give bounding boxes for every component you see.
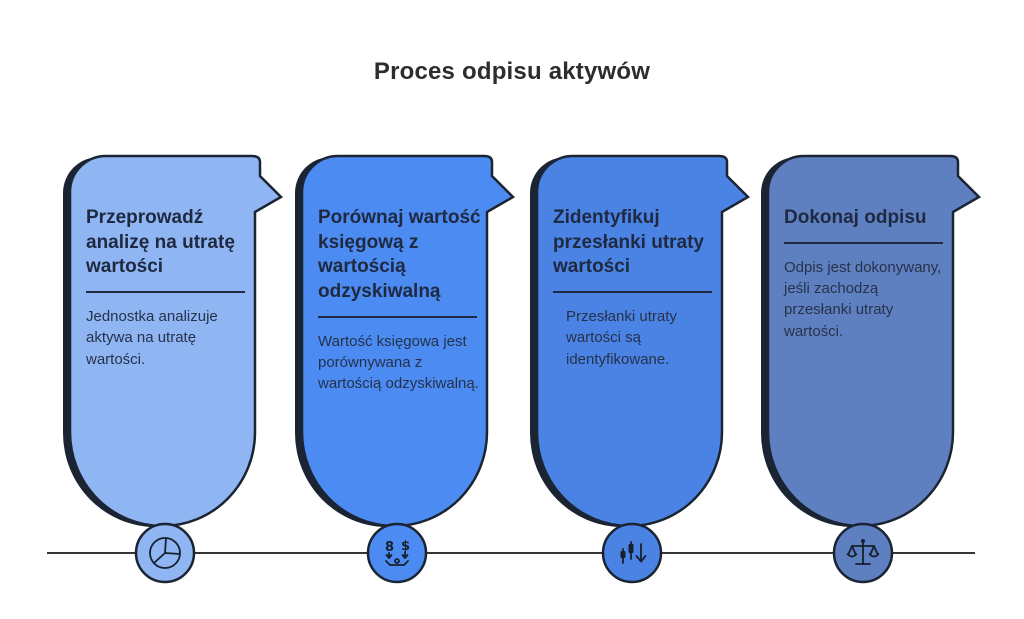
card-title: Porównaj wartość księgową z wartością od… xyxy=(318,207,481,303)
title-underline xyxy=(784,241,944,244)
bubble-fill xyxy=(766,154,982,528)
bubble-fill xyxy=(535,154,751,528)
svg-text:8: 8 xyxy=(385,540,394,555)
card-body: Przesłanki utraty wartości są identyfiko… xyxy=(566,308,677,368)
process-step-card-4: Dokonaj odpisu Odpis jest dokonywany, je… xyxy=(760,150,984,530)
process-step-card-3: Zidentyfikuj przesłanki utraty wartości … xyxy=(529,150,753,530)
declining-chart-icon xyxy=(600,521,664,585)
bubble-fill xyxy=(68,154,284,528)
bubble-fill xyxy=(300,154,516,528)
card-body: Wartość księgowa jest porównywana z wart… xyxy=(318,332,479,393)
process-step-card-2: Porównaj wartość księgową z wartością od… xyxy=(294,150,518,530)
svg-text:$: $ xyxy=(401,539,410,554)
speech-bubble-shape xyxy=(295,154,516,528)
card-content: Zidentyfikuj przesłanki utraty wartości … xyxy=(553,206,717,370)
card-content: Porównaj wartość księgową z wartością od… xyxy=(318,206,482,395)
card-body: Odpis jest dokonywany, jeśli zachodzą pr… xyxy=(784,258,942,340)
title-underline xyxy=(318,315,478,318)
card-title: Przeprowadź analizę na utratę wartości xyxy=(86,207,235,278)
speech-bubble-shape xyxy=(63,154,284,528)
page-title: Proces odpisu aktywów xyxy=(373,58,651,85)
pie-chart-icon xyxy=(133,521,197,585)
card-content: Dokonaj odpisu Odpis jest dokonywany, je… xyxy=(784,206,948,342)
value-comparison-icon: 8 $ xyxy=(365,521,429,585)
card-body: Jednostka analizuje aktywa na utratę war… xyxy=(86,308,218,368)
title-underline xyxy=(553,291,713,294)
process-step-card-1: Przeprowadź analizę na utratę wartości J… xyxy=(62,150,286,530)
title-underline xyxy=(86,291,246,294)
card-title: Dokonaj odpisu xyxy=(784,207,927,228)
speech-bubble-shape xyxy=(530,154,751,528)
card-title: Zidentyfikuj przesłanki utraty wartości xyxy=(553,207,704,278)
speech-bubble-shape xyxy=(761,154,982,528)
card-content: Przeprowadź analizę na utratę wartości J… xyxy=(86,206,250,370)
timeline-line xyxy=(47,552,975,554)
balance-scale-icon xyxy=(831,521,895,585)
